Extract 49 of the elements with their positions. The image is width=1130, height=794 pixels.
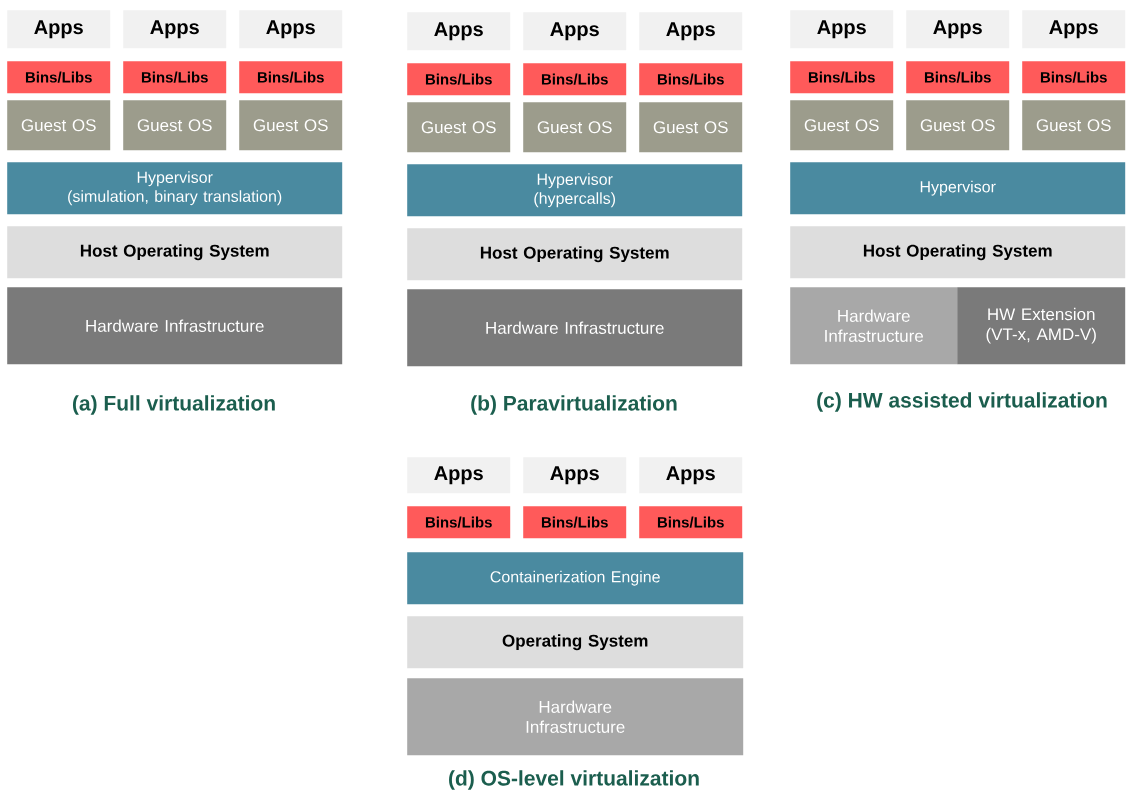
operating-system-box: Host Operating System [407,228,743,281]
library-box: Bins/Libs [523,506,627,539]
guest-os-box: Guest OS [1022,100,1126,151]
apps-box: Apps [239,10,343,49]
library-box: Bins/Libs [407,506,511,539]
hardware-box: Hardware Infrastructure [407,678,744,756]
guest-os-box: Guest OS [906,100,1010,151]
guest-os-box: Guest OS [7,100,111,151]
library-box: Bins/Libs [239,61,343,94]
apps-box: Apps [639,12,743,51]
apps-box: Apps [523,12,627,51]
guest-os-box: Guest OS [639,102,743,153]
hardware-box: Hardware Infrastructure [407,289,743,367]
guest-os-box: Guest OS [239,100,343,151]
hypervisor-box: Hypervisor (simulation, binary translation) [7,162,343,215]
hypervisor-box: Hypervisor (hypercalls) [407,164,743,217]
library-box: Bins/Libs [7,61,111,94]
apps-box: Apps [790,10,894,49]
library-box: Bins/Libs [790,61,894,94]
caption: (b) Paravirtualization [471,395,677,415]
caption: (a) Full virtualization [72,395,275,415]
operating-system-box: Operating System [407,616,744,669]
hypervisor-box: Hypervisor [790,162,1126,215]
apps-box: Apps [906,10,1010,49]
guest-os-box: Guest OS [123,100,227,151]
apps-box: Apps [639,457,743,494]
caption: (c) HW assisted virtualization [817,392,1107,412]
hardware-box: Hardware Infrastructure [7,287,343,365]
hypervisor-box: Containerization Engine [407,552,744,605]
apps-box: Apps [1022,10,1126,49]
apps-box: Apps [407,12,511,51]
library-box: Bins/Libs [1022,61,1126,94]
library-box: Bins/Libs [407,63,511,96]
library-box: Bins/Libs [906,61,1010,94]
apps-box: Apps [7,10,111,49]
library-box: Bins/Libs [523,63,627,96]
library-box: Bins/Libs [639,506,743,539]
guest-os-box: Guest OS [523,102,627,153]
hardware-box: Hardware Infrastructure [790,287,958,365]
guest-os-box: Guest OS [407,102,511,153]
operating-system-box: Host Operating System [790,226,1126,279]
library-box: Bins/Libs [123,61,227,94]
apps-box: Apps [123,10,227,49]
hardware-box: HW Extension (VT-x, AMD-V) [957,287,1126,365]
apps-box: Apps [523,457,627,494]
apps-box: Apps [407,457,511,494]
operating-system-box: Host Operating System [7,226,343,279]
guest-os-box: Guest OS [790,100,894,151]
library-box: Bins/Libs [639,63,743,96]
